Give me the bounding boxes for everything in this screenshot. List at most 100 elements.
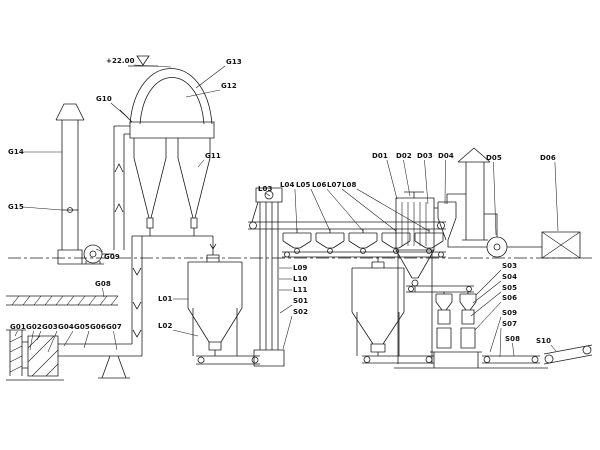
takeaway-conveyor — [543, 344, 593, 365]
leader-line — [279, 304, 293, 314]
leader-line — [113, 330, 118, 351]
stack-left — [55, 103, 85, 265]
equipment-tag-L05: L05 — [296, 181, 311, 189]
equipment-tag-D06: D06 — [540, 154, 556, 162]
leader-line — [489, 316, 502, 353]
packing-machines — [430, 293, 482, 368]
bucket-elevator — [251, 187, 285, 367]
equipment-tag-S05: S05 — [502, 284, 518, 292]
equipment-tag-D05: D05 — [486, 154, 502, 162]
leader-line — [403, 159, 411, 197]
equipment-tag-S06: S06 — [502, 294, 518, 302]
equipment-tag-G03: G03 — [42, 323, 58, 331]
equipment-tag-D02: D02 — [396, 152, 412, 160]
equipment-tag-D03: D03 — [417, 152, 433, 160]
leader-line — [185, 89, 221, 98]
product-silo-1 — [187, 254, 243, 356]
leader-line — [386, 159, 398, 200]
leader-line — [294, 188, 298, 232]
leader-line — [341, 188, 397, 232]
leader-line — [470, 291, 502, 317]
equipment-tag-L04: L04 — [280, 181, 295, 189]
equipment-tag-L08: L08 — [342, 181, 357, 189]
equipment-tag-L10: L10 — [293, 275, 308, 283]
downcomer-pipe — [58, 236, 143, 357]
equipment-tag-G05: G05 — [74, 323, 90, 331]
blower-fan — [82, 244, 114, 265]
equipment-tag-L11: L11 — [293, 286, 308, 294]
equipment-tag-S07: S07 — [502, 320, 518, 328]
leader-line — [282, 315, 293, 350]
equipment-tag-G13: G13 — [226, 58, 242, 66]
equipment-tag-L06: L06 — [312, 181, 327, 189]
leader-line — [356, 188, 430, 232]
product-silo-2 — [351, 261, 405, 356]
equipment-tag-L09: L09 — [293, 264, 308, 272]
leader-line — [197, 159, 205, 168]
cyclone-separators — [129, 121, 217, 255]
collecting-conveyor — [282, 251, 446, 262]
equipment-tag-L02: L02 — [158, 322, 173, 330]
equipment-tag-+22.00: +22.00 — [106, 57, 135, 65]
leader-line — [499, 327, 502, 358]
equipment-tag-G06: G06 — [90, 323, 106, 331]
equipment-tag-L07: L07 — [327, 181, 342, 189]
leader-line — [63, 330, 74, 347]
exhaust-stack — [457, 147, 491, 241]
leader-line — [133, 64, 172, 68]
leader-line — [550, 344, 557, 352]
equipment-tag-G15: G15 — [8, 203, 24, 211]
equipment-tag-G07: G07 — [106, 323, 122, 331]
id-fan — [447, 213, 542, 258]
leader-line — [265, 192, 271, 197]
equipment-tag-G14: G14 — [8, 148, 24, 156]
silo1-discharge-conveyor — [196, 355, 260, 365]
leader-line — [493, 161, 497, 236]
equipment-tag-G12: G12 — [221, 82, 237, 90]
leader-line — [172, 329, 199, 337]
equipment-tag-G04: G04 — [58, 323, 74, 331]
baghouse-filter — [395, 191, 435, 364]
feed-conveyor — [6, 295, 119, 306]
equipment-tag-L03: L03 — [258, 185, 273, 193]
leader-line — [475, 269, 502, 296]
riser-duct — [113, 109, 133, 250]
equipment-tag-G10: G10 — [96, 95, 112, 103]
bagging-conveyor — [482, 355, 540, 364]
equipment-tag-G08: G08 — [95, 280, 111, 288]
leader-line — [83, 330, 90, 349]
equipment-tag-D04: D04 — [438, 152, 454, 160]
equipment-tag-L01: L01 — [158, 295, 173, 303]
equipment-tag-G11: G11 — [205, 152, 221, 160]
leader-line — [29, 330, 34, 351]
equipment-tag-G02: G02 — [26, 323, 42, 331]
leader-line — [110, 102, 127, 117]
equipment-tag-S02: S02 — [293, 308, 309, 316]
leader-line — [326, 188, 364, 232]
furnace — [6, 329, 64, 381]
equipment-tag-S08: S08 — [505, 335, 521, 343]
leader-line — [95, 248, 104, 253]
leader-line — [424, 159, 429, 205]
equipment-tag-G01: G01 — [10, 323, 26, 331]
leader-line — [512, 342, 515, 357]
equipment-tag-S03: S03 — [502, 262, 518, 270]
leader-line — [474, 301, 502, 331]
loop-duct — [129, 68, 213, 125]
equipment-tag-S01: S01 — [293, 297, 309, 305]
leader-line — [14, 330, 18, 337]
equipment-tag-G09: G09 — [104, 253, 120, 261]
leader-line — [472, 280, 502, 304]
equipment-tag-S09: S09 — [502, 309, 518, 317]
leader-line — [554, 161, 559, 232]
leader-line — [22, 206, 63, 211]
leader-line — [102, 287, 105, 298]
outlet-box — [541, 231, 581, 259]
leader-line — [310, 188, 331, 232]
equipment-tag-S10: S10 — [536, 337, 552, 345]
cyclone-right — [434, 193, 466, 241]
leader-line — [195, 65, 226, 89]
